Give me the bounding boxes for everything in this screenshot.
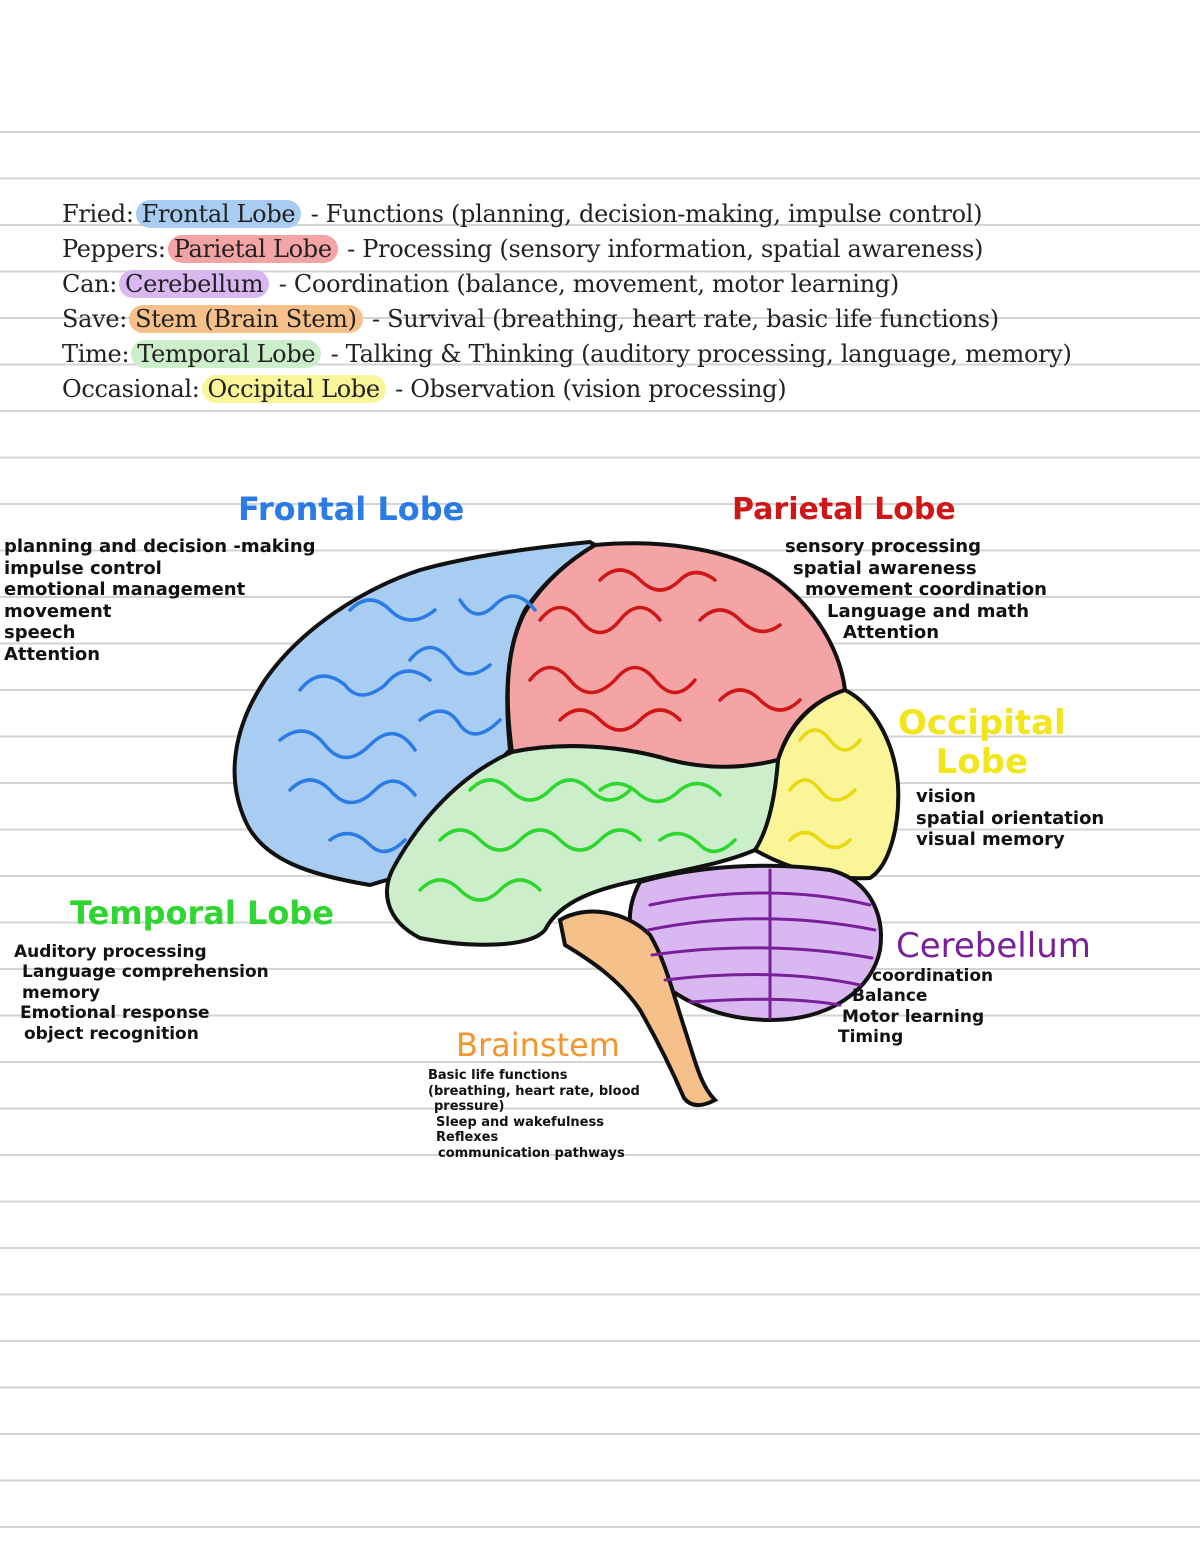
list-item: Balance xyxy=(852,986,928,1007)
list-item: spatial awareness xyxy=(793,557,977,579)
list-item: Reflexes xyxy=(436,1130,499,1146)
cerebellum-title: Cerebellum xyxy=(896,926,1091,966)
list-item: emotional management xyxy=(4,579,246,601)
occipital-lobe-title: Occipital Lobe xyxy=(898,703,1066,783)
list-item: Attention xyxy=(843,622,940,644)
brain-diagram xyxy=(232,539,901,1107)
list-item: speech xyxy=(4,622,76,644)
list-item: vision xyxy=(916,786,976,807)
frontal-gyri xyxy=(278,594,537,854)
mnemonic-description: - Talking & Thinking (auditory processin… xyxy=(323,340,1072,368)
mnemonic-key: Time: xyxy=(62,340,130,368)
occipital-gyri xyxy=(788,728,862,850)
brainstem-functions: Basic life functions (breathing, heart r… xyxy=(428,1068,640,1162)
frontal-lobe-title: Frontal Lobe xyxy=(238,490,465,528)
mnemonic-line-cerebellum: Can:Cerebellum - Coordination (balance, … xyxy=(62,267,1182,302)
list-item: spatial orientation xyxy=(916,807,1105,829)
mnemonic-list: Fried:Frontal Lobe - Functions (planning… xyxy=(62,197,1182,407)
brainstem-title: Brainstem xyxy=(456,1026,620,1064)
lobe-borders xyxy=(506,611,846,769)
mnemonic-line-occipital: Occasional:Occipital Lobe - Observation … xyxy=(62,372,1182,407)
list-item: movement xyxy=(4,600,112,622)
mnemonic-highlight-occipital: Occipital Lobe xyxy=(201,375,386,403)
mnemonic-line-frontal: Fried:Frontal Lobe - Functions (planning… xyxy=(62,197,1182,232)
list-item: (breathing, heart rate, blood xyxy=(428,1083,640,1099)
mnemonic-description: - Coordination (balance, movement, motor… xyxy=(271,270,899,298)
list-item: movement coordination xyxy=(805,579,1047,601)
list-item: Motor learning xyxy=(842,1006,985,1027)
list-item: Language comprehension xyxy=(22,962,269,983)
list-item: coordination xyxy=(872,966,994,986)
mnemonic-highlight-temporal: Temporal Lobe xyxy=(131,340,322,368)
mnemonic-key: Fried: xyxy=(62,200,134,228)
brainstem-region xyxy=(557,909,719,1107)
mnemonic-description: - Observation (vision processing) xyxy=(387,375,787,403)
list-item: object recognition xyxy=(24,1023,199,1044)
list-item: Auditory processing xyxy=(14,942,207,962)
list-item: impulse control xyxy=(4,557,162,579)
temporal-gyri xyxy=(418,778,737,902)
mnemonic-highlight-frontal: Frontal Lobe xyxy=(135,200,302,228)
occipital-lobe-functions: vision spatial orientation visual memory xyxy=(916,786,1104,851)
occipital-title-line: Lobe xyxy=(935,742,1029,783)
list-item: pressure) xyxy=(434,1099,505,1115)
mnemonic-description: - Functions (planning, decision-making, … xyxy=(303,200,983,228)
mnemonic-key: Peppers: xyxy=(62,235,166,263)
cerebellum-functions: coordination Balance Motor learning Timi… xyxy=(838,966,993,1048)
mnemonic-line-temporal: Time:Temporal Lobe - Talking & Thinking … xyxy=(62,337,1182,372)
parietal-gyri xyxy=(528,568,802,732)
list-item: communication pathways xyxy=(438,1145,625,1161)
mnemonic-highlight-stem: Stem (Brain Stem) xyxy=(129,305,363,333)
mnemonic-line-parietal: Peppers:Parietal Lobe - Processing (sens… xyxy=(62,232,1182,267)
temporal-lobe-functions: Auditory processing Language comprehensi… xyxy=(14,942,269,1044)
mnemonic-description: - Survival (breathing, heart rate, basic… xyxy=(364,305,999,333)
cerebellum-folia xyxy=(646,868,877,1020)
mnemonic-key: Can: xyxy=(62,270,118,298)
list-item: Attention xyxy=(4,643,101,665)
list-item: Emotional response xyxy=(20,1003,210,1024)
mnemonic-key: Occasional: xyxy=(62,375,200,403)
list-item: memory xyxy=(22,982,101,1003)
parietal-lobe-title: Parietal Lobe xyxy=(732,492,956,527)
parietal-lobe-functions: sensory processing spatial awareness mov… xyxy=(785,536,1047,644)
list-item: visual memory xyxy=(916,829,1065,851)
mnemonic-key: Save: xyxy=(62,305,128,333)
list-item: Basic life functions xyxy=(428,1068,568,1083)
temporal-lobe-title: Temporal Lobe xyxy=(70,894,334,932)
list-item: Language and math xyxy=(827,600,1030,622)
list-item: planning and decision -making xyxy=(4,536,316,557)
list-item: sensory processing xyxy=(785,536,981,557)
mnemonic-description: - Processing (sensory information, spati… xyxy=(339,235,984,263)
occipital-title-line: Occipital xyxy=(898,703,1066,743)
mnemonic-highlight-parietal: Parietal Lobe xyxy=(167,235,338,263)
mnemonic-line-stem: Save:Stem (Brain Stem) - Survival (breat… xyxy=(62,302,1182,337)
list-item: Sleep and wakefulness xyxy=(436,1114,604,1130)
mnemonic-highlight-cerebellum: Cerebellum xyxy=(119,270,270,298)
frontal-lobe-functions: planning and decision -making impulse co… xyxy=(4,536,316,666)
list-item: Timing xyxy=(838,1027,904,1048)
